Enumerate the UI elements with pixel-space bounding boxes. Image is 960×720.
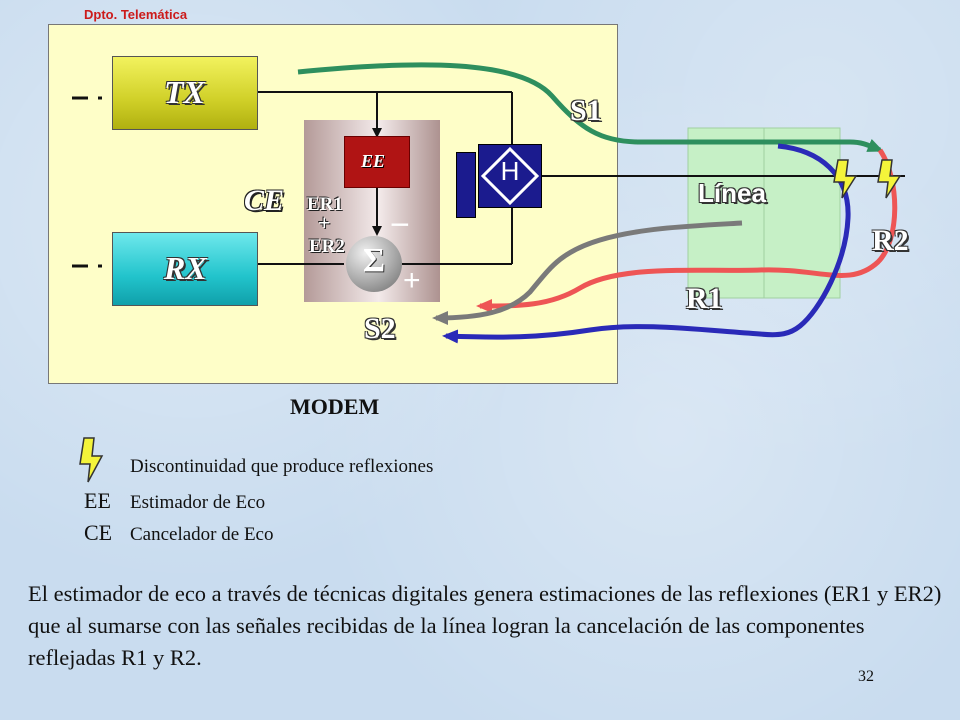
hybrid-label: H — [500, 156, 520, 186]
page-number: 32 — [858, 668, 874, 685]
hybrid-diamond-icon — [480, 146, 540, 206]
lightning-icon-line-1 — [833, 159, 858, 199]
summer-plus-sign: + — [403, 264, 421, 297]
rx-block — [112, 232, 258, 306]
signal-path-s1 — [297, 62, 884, 153]
external-connector-dashes — [72, 96, 102, 268]
modem-caption: MODEM — [290, 394, 380, 419]
echo-estimator-label: EE — [361, 151, 386, 171]
tx-label: TX — [164, 74, 205, 110]
s1-label: S1 — [570, 94, 602, 127]
er-plus-sign: + — [318, 210, 331, 235]
explanation-paragraph: El estimador de eco a través de técnicas… — [28, 581, 942, 670]
legend-ee-abbr: EE — [84, 488, 111, 513]
hybrid-side-bar — [456, 152, 476, 218]
echo-canceller-label: CE — [244, 184, 285, 217]
s2-label: S2 — [364, 312, 396, 345]
lightning-icon-legend — [79, 437, 104, 483]
signal-path-r2 — [476, 148, 898, 313]
legend-ee-text: Estimador de Eco — [130, 492, 266, 513]
lightning-icon-line-2 — [877, 159, 902, 199]
r2-label: R2 — [872, 224, 909, 257]
legend-discontinuity: Discontinuidad que produce reflexiones — [130, 456, 434, 477]
tx-block — [112, 56, 258, 130]
hybrid-block — [478, 144, 542, 208]
department-header: Dpto. Telemática — [84, 7, 188, 22]
r1-label: R1 — [686, 282, 723, 315]
sigma-symbol: Σ — [362, 242, 386, 279]
er2-label: ER2 — [309, 236, 345, 257]
er1-label: ER1 — [307, 194, 343, 215]
rx-label: RX — [164, 250, 207, 286]
summer-minus-sign: − — [390, 206, 410, 244]
legend-ce-abbr: CE — [84, 520, 113, 545]
legend-ce-text: Cancelador de Eco — [130, 524, 274, 545]
signal-path-echo — [432, 220, 743, 325]
signal-path-r1 — [442, 143, 851, 344]
line-label: Línea — [698, 178, 766, 208]
echo-estimator-block — [344, 136, 410, 188]
summer-circle — [346, 236, 402, 292]
